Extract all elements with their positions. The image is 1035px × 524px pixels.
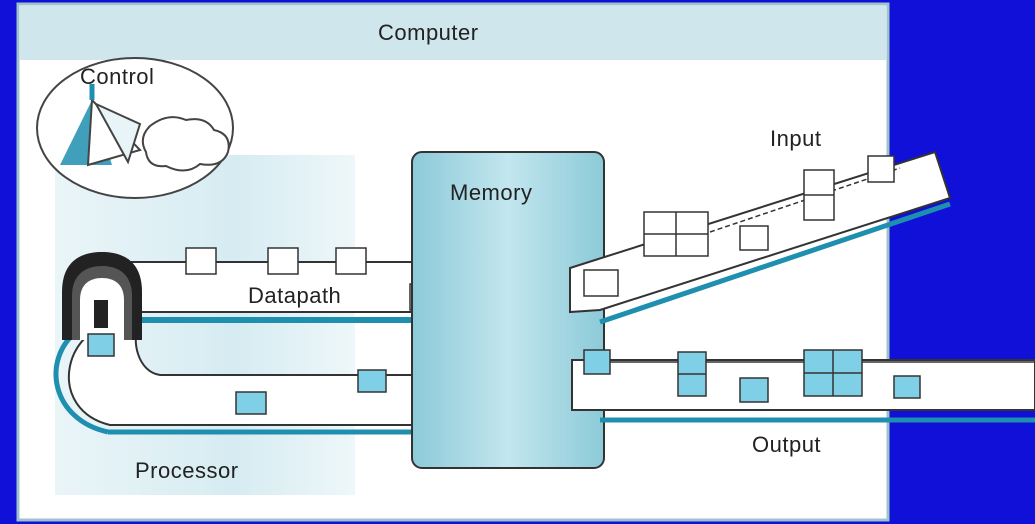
memory-label: Memory: [450, 180, 532, 205]
datapath-label: Datapath: [248, 283, 341, 308]
processor-label: Processor: [135, 458, 239, 483]
input-label: Input: [770, 126, 821, 151]
input-data-block-4: [584, 270, 618, 296]
loop-data-block-1: [236, 392, 266, 414]
output-data-block-1: [584, 350, 610, 374]
tunnel-data-block: [88, 334, 114, 356]
input-data-block-1: [740, 226, 768, 250]
output-data-block-3: [740, 378, 768, 402]
output-label: Output: [752, 432, 821, 457]
input-data-block-3: [868, 156, 894, 182]
output-data-block-4: [894, 376, 920, 398]
control-unit: Control: [37, 58, 233, 198]
loop-data-block-2: [358, 370, 386, 392]
computer-label: Computer: [378, 20, 479, 45]
datapath-register-2: [268, 248, 298, 274]
control-label: Control: [80, 64, 154, 89]
datapath-register-1: [186, 248, 216, 274]
datapath-register-3: [336, 248, 366, 274]
